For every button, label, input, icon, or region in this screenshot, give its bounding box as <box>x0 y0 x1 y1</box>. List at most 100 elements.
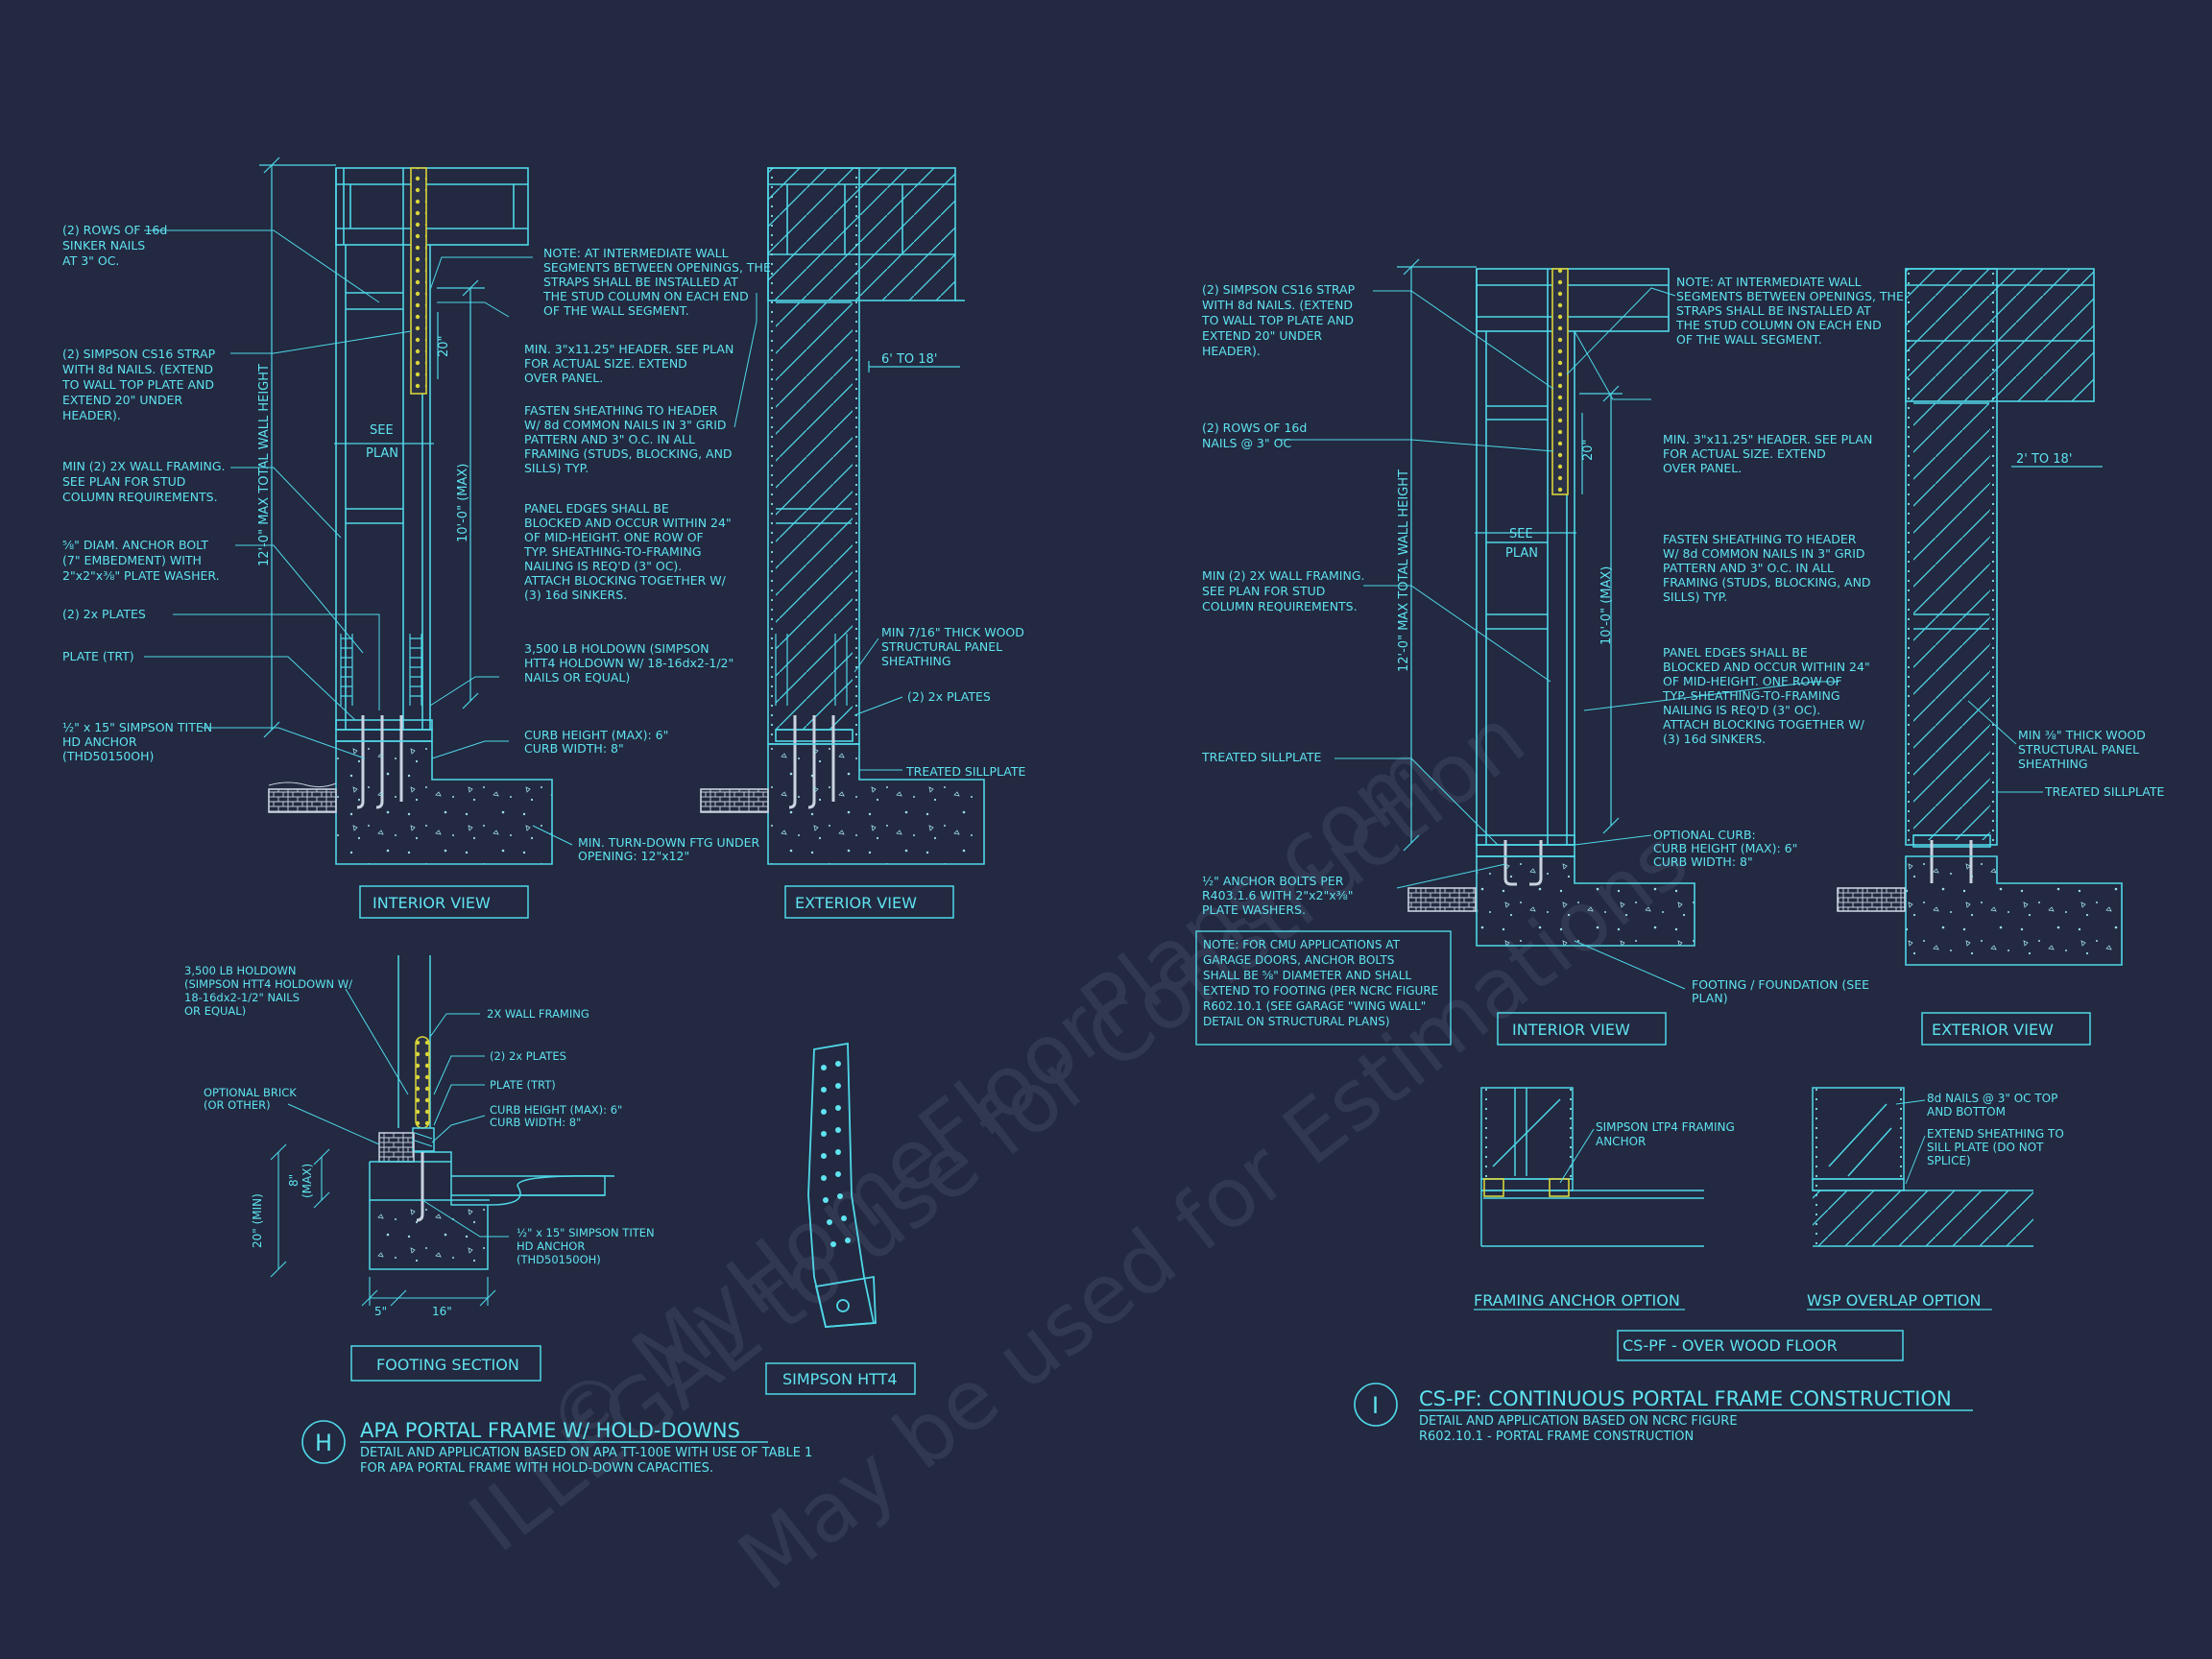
note-text: OVER PANEL. <box>524 371 603 385</box>
note-text: (2) ROWS OF 16d <box>1202 421 1307 435</box>
detail-h-leaders <box>144 229 757 846</box>
note-text: OR EQUAL) <box>184 1004 246 1018</box>
detail-i-subtitle-1: DETAIL AND APPLICATION BASED ON NCRC FIG… <box>1419 1414 1738 1429</box>
detail-i-exterior-view <box>1837 268 2123 966</box>
note-text: TREATED SILLPLATE <box>1201 750 1321 764</box>
note-text: PLAN) <box>1692 991 1728 1005</box>
svg-text:TREATED SILLPLATE: TREATED SILLPLATE <box>2044 784 2164 799</box>
note-text: COLUMN REQUIREMENTS. <box>1202 599 1358 613</box>
note-text: (OR OTHER) <box>204 1098 271 1112</box>
detail-i-marker-letter: I <box>1372 1392 1379 1419</box>
detail-h-exterior-leaders <box>854 637 903 771</box>
note-text: HTT4 HOLDOWN W/ 18-16dx2-1/2" <box>524 656 733 670</box>
note-text: PANEL EDGES SHALL BE <box>1663 645 1808 660</box>
htt4-holes <box>821 1061 851 1247</box>
detail-h-dimensions <box>259 156 960 738</box>
note-text: SEGMENTS BETWEEN OPENINGS, THE <box>543 260 771 275</box>
optional-brick <box>378 1132 415 1163</box>
svg-text:(2) 2x PLATES: (2) 2x PLATES <box>62 607 146 621</box>
framing-anchor-option <box>1480 1087 1704 1247</box>
h-exterior-label: EXTERIOR VIEW <box>795 894 917 912</box>
cs16-strap <box>410 167 427 395</box>
note-text: 2X WALL FRAMING <box>487 1007 589 1021</box>
cmu-note-box <box>1195 930 1452 1046</box>
note-text: 2"x2"x⅜" PLATE WASHER. <box>62 568 220 583</box>
i-exterior-label-box <box>1921 1012 2091 1046</box>
holdown-right <box>409 634 422 706</box>
note-text: NOTE: FOR CMU APPLICATIONS AT <box>1203 938 1401 951</box>
note-text: CURB WIDTH: 8" <box>524 741 624 756</box>
note-text: FRAMING (STUDS, BLOCKING, AND <box>524 446 733 461</box>
wood-floor-label-box <box>1617 1330 1904 1361</box>
note-text: STRUCTURAL PANEL <box>2018 742 2139 757</box>
cs16-strap-i <box>1551 268 1569 495</box>
note-text: W/ 8d COMMON NAILS IN 3" GRID <box>524 418 727 432</box>
wood-floor-label: CS-PF - OVER WOOD FLOOR <box>1623 1336 1838 1355</box>
floor-leaders <box>1559 1099 1926 1185</box>
footing-section <box>369 955 615 1270</box>
note-text: TO WALL TOP PLATE AND <box>1201 313 1354 327</box>
note-text: MIN. TURN-DOWN FTG UNDER <box>578 835 760 850</box>
h-interior-label: INTERIOR VIEW <box>373 894 491 912</box>
note-text: NOTE: AT INTERMEDIATE WALL <box>543 246 729 260</box>
note-text: W/ 8d COMMON NAILS IN 3" GRID <box>1663 546 1865 561</box>
i-interior-label: INTERIOR VIEW <box>1512 1021 1630 1039</box>
detail-i-dimensions <box>1397 258 2103 852</box>
detail-h-marker <box>301 1420 346 1464</box>
h-exterior-label-box <box>784 885 954 919</box>
note-text: STRAPS SHALL BE INSTALLED AT <box>1676 303 1871 318</box>
note-text: CURB HEIGHT (MAX): 6" <box>1653 841 1797 855</box>
svg-text:2X WALL FRAMING: 2X WALL FRAMING <box>487 1007 589 1021</box>
note-text: SILLS) TYP. <box>524 461 589 475</box>
footing-leaders <box>287 988 509 1238</box>
cmu-note: NOTE: FOR CMU APPLICATIONS AT GARAGE DOOR… <box>1203 938 1438 1028</box>
svg-text:TREATED SILLPLATE: TREATED SILLPLATE <box>1201 750 1321 764</box>
note-text: THE STUD COLUMN ON EACH END <box>1675 318 1882 332</box>
svg-text:PLATE (TRT): PLATE (TRT) <box>62 649 134 663</box>
footing-20-min: 20" (MIN) <box>251 1193 264 1248</box>
svg-text:TREATED SILLPLATE: TREATED SILLPLATE <box>905 764 1025 779</box>
note-text: GARAGE DOORS, ANCHOR BOLTS <box>1203 953 1394 967</box>
note-text: (2) ROWS OF 16d <box>62 223 167 237</box>
detail-i-title: CS-PF: CONTINUOUS PORTAL FRAME CONSTRUCT… <box>1419 1387 1952 1410</box>
note-text: EXTEND TO FOOTING (PER NCRC FIGURE <box>1203 984 1438 998</box>
note-text: WITH 8d NAILS. (EXTEND <box>62 362 213 376</box>
detail-i-marker <box>1354 1382 1398 1427</box>
wsp-overlap-option-label: WSP OVERLAP OPTION <box>1807 1291 1981 1310</box>
note-text: SHEATHING <box>881 654 951 668</box>
h-strap-length-dim: 20" <box>437 335 451 357</box>
note-text: ½" x 15" SIMPSON TITEN <box>517 1226 655 1239</box>
note-text: AT 3" OC. <box>62 253 119 268</box>
note-text: FASTEN SHEATHING TO HEADER <box>1663 532 1857 546</box>
note-text: OF THE WALL SEGMENT. <box>543 303 689 318</box>
note-text: (2) 2x PLATES <box>907 689 991 704</box>
footing-8-max: 8" <box>287 1174 301 1187</box>
htt4-label-box <box>765 1362 916 1395</box>
note-text: NAILING IS REQ'D (3" OC). <box>1663 703 1820 717</box>
detail-h-subtitle-2: FOR APA PORTAL FRAME WITH HOLD-DOWN CAPA… <box>360 1461 713 1476</box>
note-text: 3,500 LB HOLDOWN (SIMPSON <box>524 641 709 656</box>
note-text: OF MID-HEIGHT. ONE ROW OF <box>1663 674 1842 688</box>
note-text: FOR ACTUAL SIZE. EXTEND <box>524 356 687 371</box>
footing-5: 5" <box>374 1305 387 1318</box>
note-text: R602.10.1 (SEE GARAGE "WING WALL" <box>1203 999 1426 1013</box>
svg-text:MIN (2) 2X WALL FRAMING.SEE PL: MIN (2) 2X WALL FRAMING.SEE PLAN FOR STU… <box>1202 568 1365 613</box>
detail-i-subtitle-2: R602.10.1 - PORTAL FRAME CONSTRUCTION <box>1419 1430 1694 1444</box>
note-text: FOOTING / FOUNDATION (SEE <box>1692 977 1869 992</box>
note-text: 18-16dx2-1/2" NAILS <box>184 991 300 1004</box>
wsp-overlap-option <box>1812 1087 2033 1247</box>
h-interior-label-box <box>359 885 529 919</box>
